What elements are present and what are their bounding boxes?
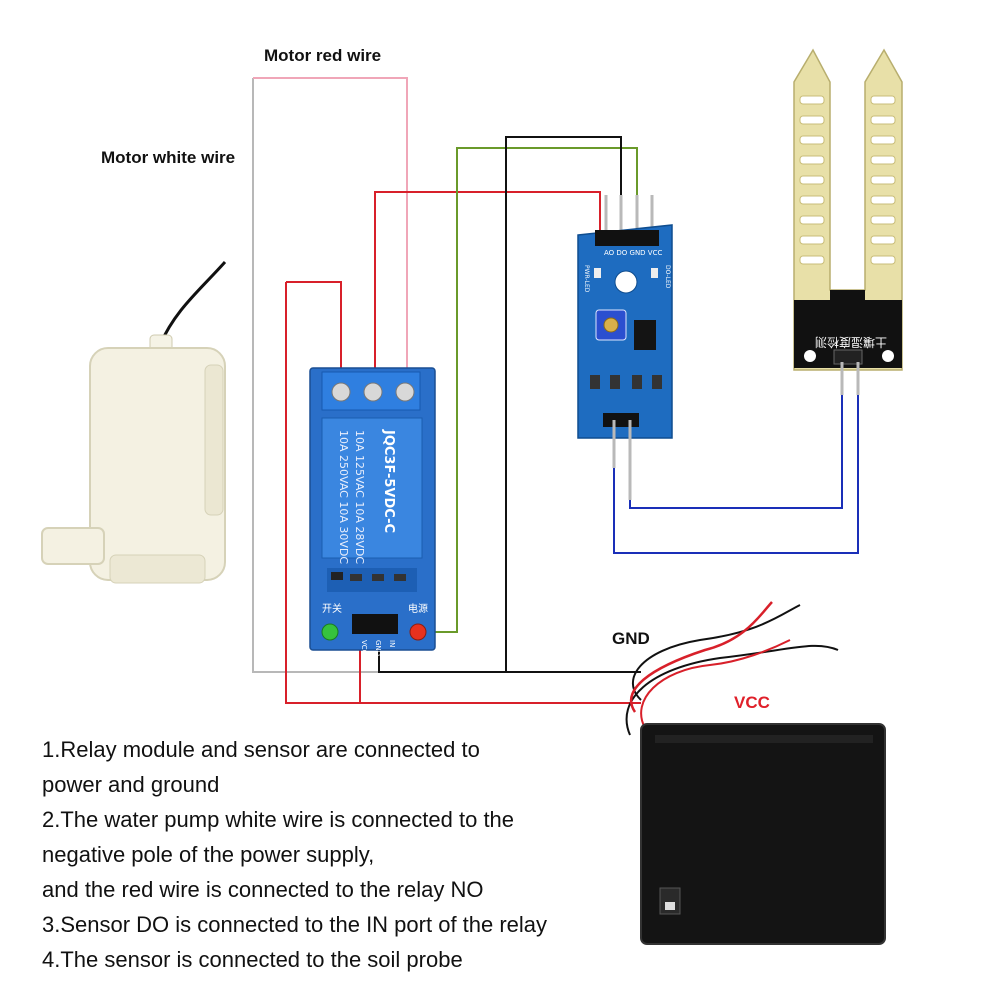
relay-module: 10A 250VAC 10A 30VDC 10A 125VAC 10A 28VD…: [309, 367, 436, 656]
battery-black-lead-2: [625, 644, 839, 736]
probe-pads-left: [799, 95, 825, 265]
pump-side-rib: [204, 364, 224, 516]
battery-case: [640, 723, 886, 945]
battery-red-lead: [629, 601, 773, 713]
soil-probe: 土壤湿度检测: [793, 48, 903, 395]
note-line: and the red wire is connected to the rel…: [42, 877, 484, 902]
gnd-label: GND: [612, 629, 650, 648]
note-line: 3.Sensor DO is connected to the IN port …: [42, 912, 548, 937]
sensor-probe-header: [603, 413, 639, 427]
note-line: 4.The sensor is connected to the soil pr…: [42, 947, 463, 972]
green-wire-do-in: [410, 147, 638, 633]
pump-outlet: [41, 527, 105, 565]
relay-pin-gnd: GND: [374, 640, 382, 656]
sensor-chip: [634, 320, 656, 350]
motor-red-wire: [253, 77, 408, 385]
relay-rating-1: 10A 250VAC 10A 30VDC: [337, 430, 350, 564]
probe-hole-left: [804, 350, 816, 362]
terminal-screw-2: [363, 382, 383, 402]
sensor-header-label: AO DO GND VCC: [604, 249, 662, 257]
instruction-notes: 1.Relay module and sensor are connected …: [42, 732, 642, 977]
relay-cube: [321, 417, 423, 559]
note-line: power and ground: [42, 772, 220, 797]
sensor-do-led: [651, 268, 658, 278]
motor-white-wire-label: Motor white wire: [101, 148, 236, 167]
relay-resistor-2: [372, 574, 384, 581]
probe-header: [833, 349, 863, 365]
battery-switch-knob: [665, 902, 675, 910]
sensor-mount-hole: [614, 270, 638, 294]
pump-cable: [158, 261, 227, 346]
sensor-pwr-label: PWR-LED: [583, 265, 590, 293]
relay-model-text: JQC3F-5VDC-C: [381, 429, 396, 533]
relay-led-green: [321, 623, 339, 641]
potentiometer-knob: [603, 317, 619, 333]
water-pump: [41, 261, 227, 584]
relay-resistor-3: [394, 574, 406, 581]
terminal-screw-1: [331, 382, 351, 402]
relay-rating-2: 10A 125VAC 10A 28VDC: [353, 430, 366, 564]
battery-switch: [659, 887, 681, 915]
vcc-label: VCC: [734, 693, 770, 712]
sensor-header: [595, 230, 659, 246]
relay-transistor: [331, 572, 343, 580]
sensor-smd-1: [590, 375, 600, 389]
black-wire-relay-gnd: [378, 645, 641, 673]
probe-base: [794, 290, 902, 368]
note-line: 1.Relay module and sensor are connected …: [42, 737, 480, 762]
relay-resistor-1: [350, 574, 362, 581]
probe-label: 土壤湿度检测: [815, 335, 887, 350]
black-wire-gnd: [505, 136, 622, 672]
sensor-smd-3: [632, 375, 642, 389]
relay-pin-vcc: VCC: [360, 640, 368, 655]
terminal-screw-3: [395, 382, 415, 402]
battery-case-edge: [655, 735, 873, 743]
red-wire-com: [374, 191, 601, 385]
relay-led-red: [409, 623, 427, 641]
battery-red-lead-2: [640, 639, 791, 729]
red-wire-vcc-main: [285, 282, 641, 704]
sensor-smd-4: [652, 375, 662, 389]
probe-hole-right: [882, 350, 894, 362]
red-wire-top: [286, 281, 342, 385]
battery-box: [625, 601, 886, 945]
motor-red-wire-label: Motor red wire: [264, 46, 382, 65]
blue-wire-1: [613, 385, 859, 554]
pump-base: [109, 554, 206, 584]
relay-pin-header: [352, 614, 398, 634]
battery-black-lead: [631, 604, 801, 701]
relay-label-left: 开关: [322, 602, 342, 615]
note-line: 2.The water pump white wire is connected…: [42, 807, 515, 832]
relay-label-right: 电源: [408, 602, 428, 615]
note-line: negative pole of the power supply,: [42, 842, 375, 867]
sensor-module: AO DO GND VCC PWR-LED DO-LED: [577, 195, 673, 500]
sensor-do-label: DO-LED: [664, 265, 671, 289]
relay-pin-in: IN: [388, 640, 396, 647]
sensor-pwr-led: [594, 268, 601, 278]
probe-pads-right: [870, 95, 896, 265]
sensor-smd-2: [610, 375, 620, 389]
